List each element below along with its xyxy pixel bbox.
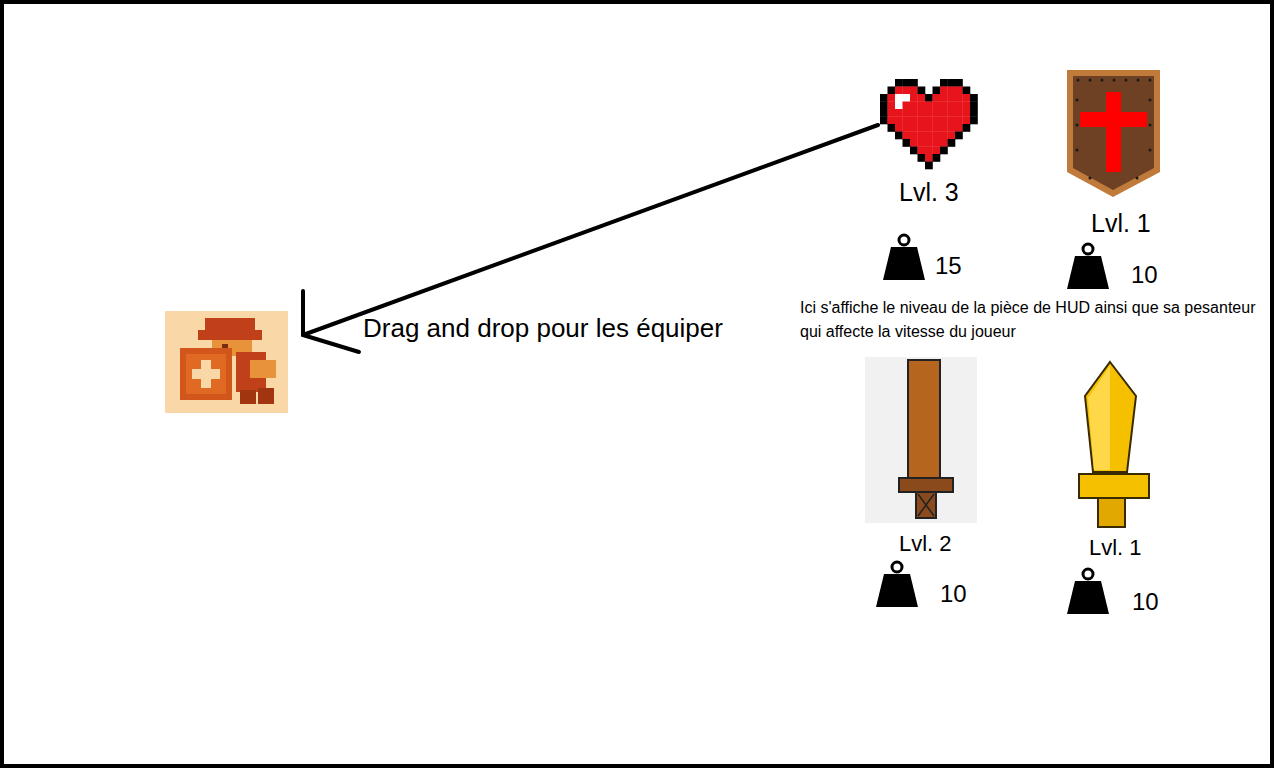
weight-icon [1067, 569, 1109, 614]
item-wood-sword: Lvl. 2 10 [862, 355, 980, 617]
weight-value: 15 [935, 252, 962, 280]
shield-icon [1067, 70, 1160, 197]
level-text: Lvl. 3 [899, 178, 959, 207]
item-heart: Lvl. 3 15 [878, 72, 978, 287]
item-shield: Lvl. 1 10 [1062, 68, 1167, 293]
wooden-sword-icon [865, 357, 977, 523]
instruction-text: Drag and drop pour les équiper [363, 314, 723, 344]
note-text: Ici s'affiche le niveau de la pièce de H… [800, 296, 1260, 344]
level-text: Lvl. 2 [899, 531, 952, 556]
level-text: Lvl. 1 [1089, 535, 1142, 560]
gold-sword-icon [1079, 362, 1149, 527]
weight-icon [1067, 244, 1109, 289]
drag-arrow [303, 125, 878, 352]
player-sprite [165, 311, 288, 413]
weight-icon [876, 562, 918, 607]
weight-value: 10 [940, 580, 967, 608]
heart-icon [880, 79, 978, 169]
item-gold-sword: Lvl. 1 10 [1062, 355, 1163, 620]
weight-value: 10 [1132, 588, 1159, 616]
level-text: Lvl. 1 [1091, 209, 1151, 238]
player-slot [165, 290, 303, 415]
weight-icon [883, 235, 925, 280]
weight-value: 10 [1131, 261, 1158, 289]
